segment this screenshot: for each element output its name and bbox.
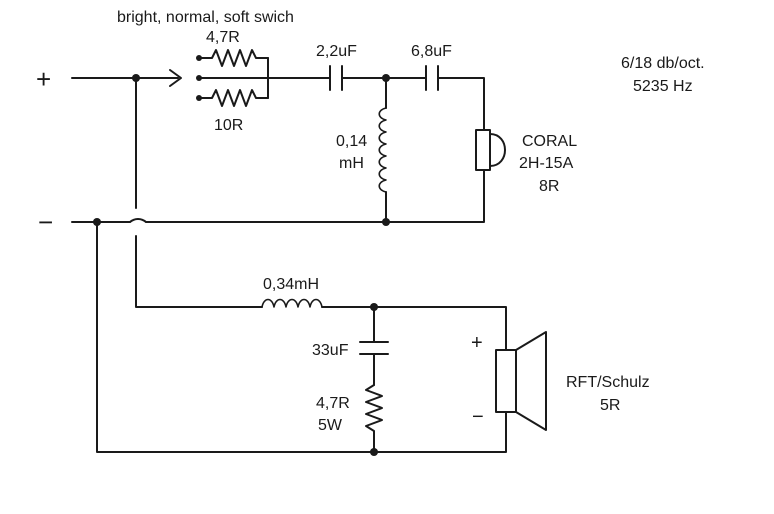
woofer-cone-icon: [515, 331, 547, 431]
input-minus-label: −: [38, 207, 53, 237]
woofer-icon: [495, 349, 517, 413]
inductor-lf-coil: [261, 298, 323, 308]
resistor-bottom-zigzag: [198, 89, 269, 107]
inductor-hf-coil: [378, 107, 387, 193]
tweeter-icon: [475, 129, 491, 171]
woofer-section: [96, 77, 547, 456]
input-plus-label: +: [36, 64, 51, 94]
labels: bright, normal, soft swich 4,7R 10R 2,2u…: [36, 9, 705, 434]
resistor-top-label: 4,7R: [206, 29, 240, 46]
inductor-hf-value: 0,14: [336, 133, 367, 150]
resistor-lf-zigzag: [365, 384, 383, 453]
woofer-impedance-label: 5R: [600, 397, 620, 414]
tweeter-model-label: 2H-15A: [519, 155, 574, 172]
switch-label: bright, normal, soft swich: [117, 9, 294, 26]
tweeter-slope-label: 6/18 db/oct.: [621, 55, 705, 72]
hf-return-wire: [385, 169, 485, 223]
tweeter-impedance-label: 8R: [539, 178, 559, 195]
switch-arrow-icon: [169, 69, 182, 87]
resistor-lf-power: 5W: [318, 417, 343, 434]
tweeter-name-label: CORAL: [522, 133, 577, 150]
resistor-bottom-label: 10R: [214, 117, 243, 134]
inductor-lf-label: 0,34mH: [263, 276, 319, 293]
cap-lf-label: 33uF: [312, 342, 349, 359]
cap-1-symbol: [329, 65, 343, 91]
minus-rail-lf: [96, 221, 507, 453]
cap-2-label: 6,8uF: [411, 43, 452, 60]
cap-lf-symbol: [359, 341, 389, 355]
woofer-name-label: RFT/Schulz: [566, 374, 650, 391]
woofer-minus-label: −: [472, 406, 484, 428]
tweeter-dome-icon: [489, 133, 506, 167]
plus-feed-down-2: [135, 235, 263, 308]
tweeter-section: [71, 49, 506, 226]
hf-top-wire-3: [437, 77, 485, 131]
wire-crossover-hop: [129, 218, 147, 223]
inductor-hf-unit: mH: [339, 155, 364, 172]
woofer-plus-label: +: [471, 332, 483, 354]
lf-top-wire: [321, 306, 507, 351]
resistor-top-zigzag: [198, 49, 269, 67]
resistor-lf-value: 4,7R: [316, 395, 350, 412]
cap-1-label: 2,2uF: [316, 43, 357, 60]
tweeter-freq-label: 5235 Hz: [633, 78, 693, 95]
cap-2-symbol: [425, 65, 439, 91]
